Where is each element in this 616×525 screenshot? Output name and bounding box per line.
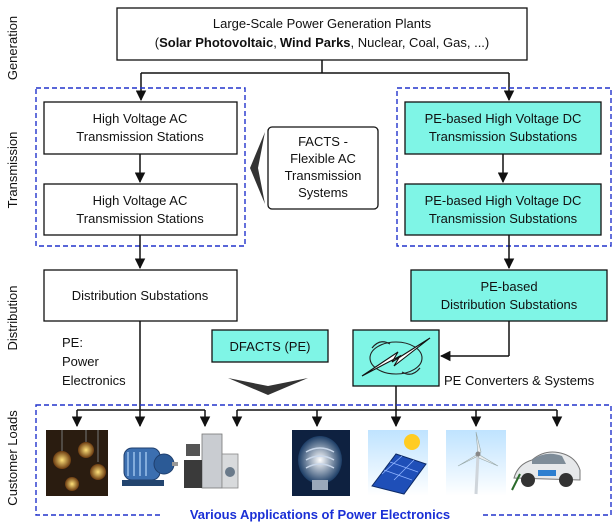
stage-label-generation: Generation xyxy=(5,16,20,80)
stage-label-distribution: Distribution xyxy=(5,285,20,350)
stage-label-customer-loads: Customer Loads xyxy=(5,410,20,506)
generation-sources: (Solar Photovoltaic,Wind Parks, Nuclear,… xyxy=(155,35,490,50)
facts-line2: Flexible AC xyxy=(290,151,356,166)
dfacts-pointer-chevron xyxy=(228,378,308,395)
light-bulbs-icon xyxy=(46,430,108,496)
facts-pointer-chevron xyxy=(250,132,265,204)
dfacts-label: DFACTS (PE) xyxy=(230,339,311,354)
dc-station-2-line2: Transmission Substations xyxy=(429,211,578,226)
generation-sep: , xyxy=(273,35,277,50)
ac-distribution-label: Distribution Substations xyxy=(72,288,209,303)
applications-title-bg xyxy=(160,507,482,523)
dc-station-2 xyxy=(404,183,602,236)
pe-note-line1: PE: xyxy=(62,335,83,350)
applications-title: Various Applications of Power Electronic… xyxy=(190,507,450,522)
stage-label-transmission: Transmission xyxy=(5,132,20,209)
electric-vehicle-icon xyxy=(510,430,582,496)
dc-station-2-line1: PE-based High Voltage DC xyxy=(425,193,582,208)
dfacts-box xyxy=(211,329,329,363)
ac-station-1-line2: Transmission Stations xyxy=(76,129,204,144)
generation-other-sources: , Nuclear, Coal, Gas, ...) xyxy=(351,35,490,50)
ac-transmission-group xyxy=(35,87,246,247)
pe-note-line3: Electronics xyxy=(62,373,126,388)
ac-station-2-line2: Transmission Stations xyxy=(76,211,204,226)
facts-line4: Systems xyxy=(298,185,348,200)
facts-line3: Transmission xyxy=(285,168,362,183)
electric-motor-icon xyxy=(114,430,178,496)
led-lamp-icon xyxy=(292,430,350,496)
ac-station-2 xyxy=(43,183,238,236)
generation-source-wind: Wind Parks xyxy=(280,35,351,50)
dc-distribution-line1: PE-based xyxy=(480,279,537,294)
home-appliances-icon xyxy=(182,430,240,496)
dc-station-1-line1: PE-based High Voltage DC xyxy=(425,111,582,126)
dc-distribution-line2: Distribution Substations xyxy=(441,297,578,312)
dc-station-1 xyxy=(404,101,602,155)
pe-converters-label: PE Converters & Systems xyxy=(444,373,595,388)
facts-line1: FACTS - xyxy=(298,134,348,149)
pe-converter-icon xyxy=(361,337,431,377)
dc-station-1-line2: Transmission Substations xyxy=(429,129,578,144)
generation-title: Large-Scale Power Generation Plants xyxy=(213,16,432,31)
ac-station-2-line1: High Voltage AC xyxy=(93,193,188,208)
pe-note-line2: Power xyxy=(62,354,100,369)
facts-box xyxy=(267,126,379,210)
generation-box xyxy=(116,7,528,61)
dc-distribution-box xyxy=(410,269,608,322)
generation-open-paren: ( xyxy=(155,35,160,50)
solar-panel-icon xyxy=(368,430,428,496)
wind-turbine-icon xyxy=(446,430,506,496)
ac-station-1-line1: High Voltage AC xyxy=(93,111,188,126)
ac-station-1 xyxy=(43,101,238,155)
dc-transmission-group xyxy=(396,87,612,247)
generation-source-solar: Solar Photovoltaic xyxy=(159,35,273,50)
